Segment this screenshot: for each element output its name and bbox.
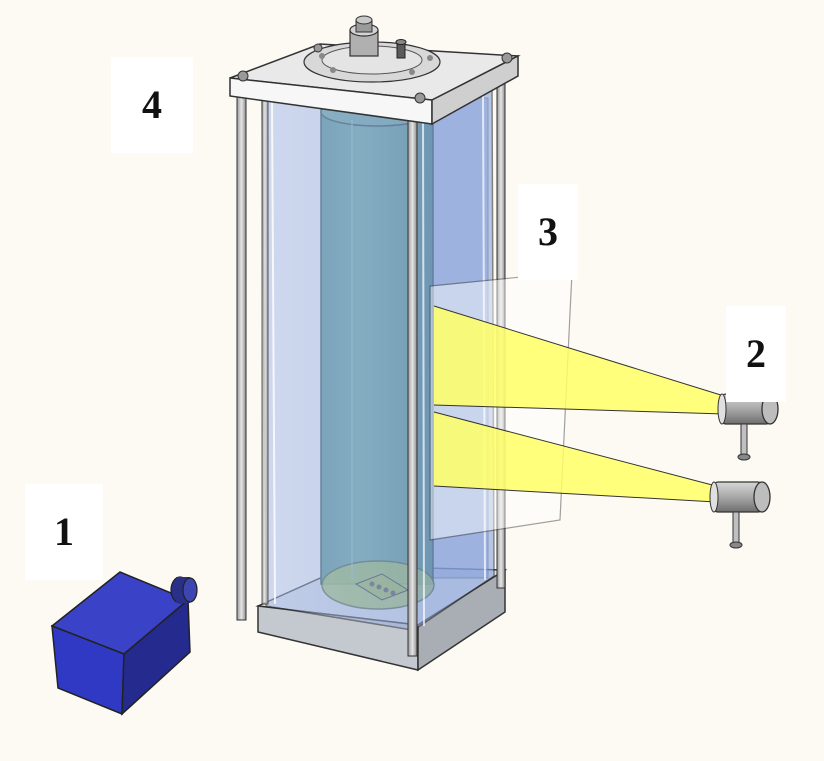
tank-top-lid xyxy=(229,15,521,126)
laser-upper xyxy=(717,393,779,461)
laser-beam-upper xyxy=(434,306,724,414)
tank-assembly xyxy=(229,15,521,672)
label-box-tank: 4 xyxy=(111,57,193,153)
label-box-camera: 1 xyxy=(25,484,103,580)
laser-lower xyxy=(709,481,771,549)
label-box-lasers: 2 xyxy=(726,306,786,402)
tank-glass-front-left xyxy=(261,95,413,631)
camera xyxy=(50,571,198,716)
label-camera: 1 xyxy=(54,509,74,554)
label-light-sheet: 3 xyxy=(538,209,558,254)
label-lasers: 2 xyxy=(746,331,766,376)
laser-beam-lower xyxy=(434,412,716,502)
label-tank: 4 xyxy=(142,82,162,127)
camera-lens xyxy=(170,576,198,604)
label-box-light-sheet: 3 xyxy=(518,184,578,280)
laser-beams xyxy=(433,305,725,503)
